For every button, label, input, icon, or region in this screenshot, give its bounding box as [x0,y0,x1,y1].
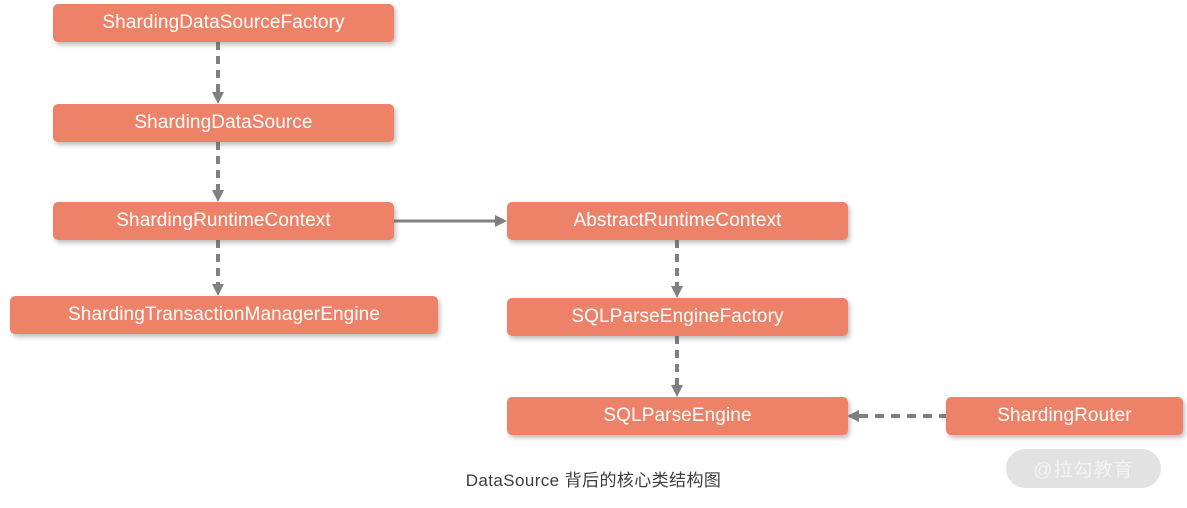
node-sharding-runtime-context[interactable]: ShardingRuntimeContext [53,202,394,240]
watermark-badge: @拉勾教育 [1006,449,1161,488]
node-sql-parse-engine[interactable]: SQLParseEngine [507,397,848,435]
edge-abstract-to-parsefactory [671,240,683,300]
node-label: ShardingRuntimeContext [116,210,331,231]
edge-router-to-parseengine [845,409,948,423]
node-label: ShardingTransactionManagerEngine [68,304,380,325]
node-sql-parse-engine-factory[interactable]: SQLParseEngineFactory [507,298,848,336]
watermark-label: @拉勾教育 [1033,460,1134,481]
diagram-caption: DataSource 背后的核心类结构图 [465,471,722,490]
edge-runtimecontext-to-abstract [394,214,509,228]
edge-runtimecontext-to-txmanager [212,240,224,298]
edge-factory-to-datasource [212,42,224,106]
node-label: SQLParseEngine [603,405,752,426]
node-sharding-data-source[interactable]: ShardingDataSource [53,104,394,142]
edge-datasource-to-runtimecontext [212,142,224,204]
edge-parsefactory-to-parseengine [671,336,683,399]
node-label: AbstractRuntimeContext [573,210,782,231]
node-label: SQLParseEngineFactory [571,306,784,327]
node-abstract-runtime-context[interactable]: AbstractRuntimeContext [507,202,848,240]
node-label: ShardingDataSourceFactory [102,12,345,33]
node-sharding-data-source-factory[interactable]: ShardingDataSourceFactory [53,4,394,42]
node-label: ShardingRouter [997,405,1132,426]
node-sharding-transaction-manager-engine[interactable]: ShardingTransactionManagerEngine [10,296,438,334]
node-sharding-router[interactable]: ShardingRouter [946,397,1183,435]
node-label: ShardingDataSource [134,112,313,133]
